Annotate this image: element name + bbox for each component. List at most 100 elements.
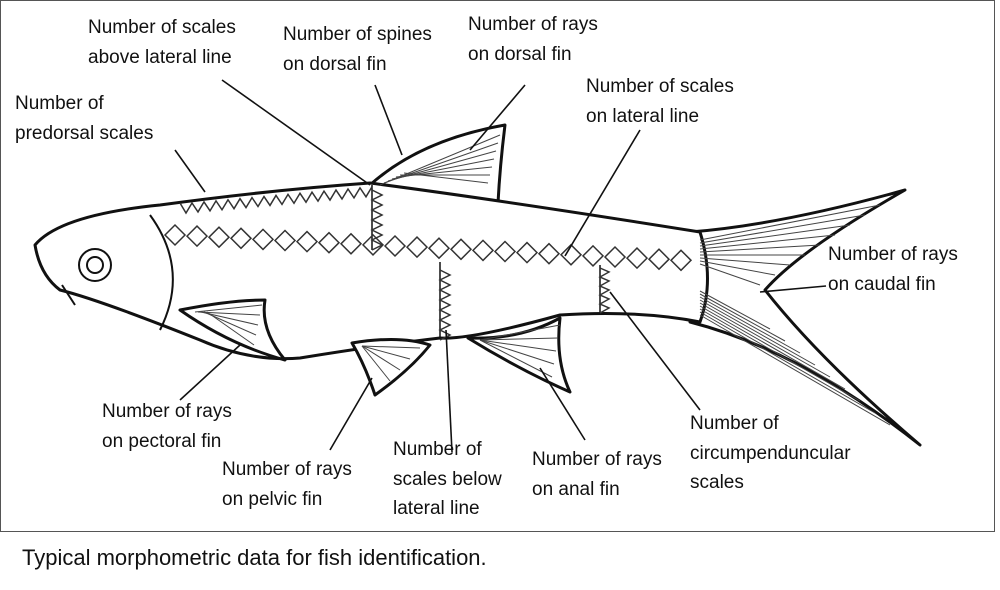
- leader-lines: [174, 79, 827, 453]
- leader-scales-above: [221, 79, 371, 186]
- fin-ray: [206, 311, 255, 346]
- label-pectoral-rays: Number of rays on pectoral fin: [102, 397, 232, 456]
- lateral-line-scale: [163, 223, 187, 247]
- fin-ray: [699, 224, 851, 247]
- label-dorsal-spines: Number of spines on dorsal fin: [283, 20, 432, 79]
- fin-ray: [699, 290, 771, 330]
- lateral-line-scale: [647, 248, 671, 271]
- fin-ray: [479, 337, 559, 341]
- lateral-line-scale: [339, 232, 363, 255]
- label-line: scales: [690, 472, 744, 493]
- label-line: Number of scales: [88, 17, 236, 38]
- label-line: above lateral line: [88, 46, 232, 68]
- label-lateral-line-scales: Number of scales on lateral line: [586, 72, 734, 131]
- fin-ray: [479, 339, 553, 378]
- fin-ray: [699, 314, 891, 426]
- scales-above-row: [370, 189, 384, 251]
- label-line: Number of rays: [222, 459, 352, 480]
- label-predorsal-scales: Number of predorsal scales: [15, 89, 153, 148]
- fin-ray: [699, 296, 801, 354]
- fin-ray: [699, 299, 816, 366]
- leader-pelvic: [329, 377, 373, 451]
- label-scales-below-lateral-line: Number of scales below lateral line: [393, 435, 502, 524]
- label-caudal-rays: Number of rays on caudal fin: [828, 240, 958, 299]
- fin-ray: [699, 214, 866, 244]
- leader-pectoral: [179, 344, 241, 401]
- fin-ray: [699, 257, 791, 266]
- diagram-frame: [0, 0, 995, 532]
- fin-ray: [699, 204, 881, 241]
- fin-ray: [699, 244, 821, 253]
- fin-ray: [361, 345, 391, 382]
- label-line: Number of: [393, 439, 482, 460]
- lateral-line-scale: [493, 240, 517, 263]
- fin-ray: [479, 324, 561, 341]
- label-line: on caudal fin: [828, 273, 936, 295]
- label-anal-rays: Number of rays on anal fin: [532, 445, 662, 504]
- label-line: Number of spines: [283, 24, 432, 45]
- lateral-line-scale: [581, 244, 605, 267]
- lateral-line-scale: [471, 239, 495, 262]
- fin-ray: [403, 172, 489, 184]
- fin-ray: [699, 263, 761, 286]
- label-pelvic-rays: Number of rays on pelvic fin: [222, 455, 352, 514]
- leader-lateral-line: [564, 129, 641, 257]
- lateral-line-scale: [273, 229, 297, 252]
- label-line: on anal fin: [532, 478, 620, 500]
- label-scales-above-lateral-line: Number of scales above lateral line: [88, 13, 236, 72]
- label-line: on dorsal fin: [468, 43, 572, 65]
- label-line: Number of rays: [468, 14, 598, 35]
- label-line: scales below: [393, 468, 502, 490]
- label-line: on lateral line: [586, 105, 700, 127]
- label-line: predorsal scales: [15, 122, 154, 144]
- lateral-line-scale: [603, 245, 627, 269]
- fin-ray: [194, 304, 263, 313]
- fin-ray: [479, 339, 557, 352]
- fin-ray: [699, 311, 876, 414]
- label-line: Number of rays: [532, 449, 662, 470]
- lateral-line-scale: [669, 249, 693, 272]
- lateral-line-scale: [317, 231, 341, 254]
- label-line: circumpenduncular: [690, 442, 851, 464]
- label-line: Number of: [15, 93, 104, 114]
- lateral-line-scale: [559, 243, 583, 266]
- eye: [78, 248, 112, 282]
- mouth-barbel: [61, 284, 76, 306]
- lateral-line-scale: [185, 225, 209, 248]
- label-line: Number of scales: [586, 76, 734, 97]
- leader-dorsal-spines: [374, 84, 403, 156]
- caudal-fin: [688, 188, 922, 447]
- lateral-line-scale: [295, 230, 319, 253]
- predorsal-scale-row: [179, 186, 373, 215]
- lateral-line-scale: [449, 238, 473, 261]
- leader-scales-below: [445, 329, 453, 453]
- lateral-line-scale: [625, 247, 649, 270]
- label-line: Number of rays: [102, 401, 232, 422]
- label-circumpeduncular-scales: Number of circumpenduncular scales: [690, 409, 851, 498]
- leader-caudal: [759, 285, 827, 293]
- leader-predorsal: [174, 149, 206, 193]
- lateral-line-scale: [427, 237, 451, 260]
- scales-below-row: [438, 269, 452, 341]
- leader-dorsal-rays: [469, 84, 526, 151]
- fin-ray: [699, 234, 836, 250]
- fin-ray: [361, 345, 401, 371]
- lateral-line-scale: [537, 242, 561, 265]
- label-dorsal-rays: Number of rays on dorsal fin: [468, 10, 598, 69]
- gill-cover: [149, 214, 174, 331]
- lateral-line-scale: [515, 241, 539, 264]
- figure-caption: Typical morphometric data for fish ident…: [22, 545, 487, 570]
- fin-ray: [361, 345, 411, 360]
- lateral-line-scale: [383, 234, 407, 258]
- fin-ray: [361, 345, 421, 349]
- circumpeduncular-row: [598, 267, 611, 314]
- pelvic-fin: [350, 337, 432, 397]
- label-line: on dorsal fin: [283, 53, 387, 75]
- lateral-line-scale: [251, 228, 275, 251]
- fin-ray: [699, 305, 846, 390]
- label-line: Number of: [690, 413, 779, 434]
- label-line: lateral line: [393, 498, 480, 519]
- leader-anal: [539, 367, 586, 441]
